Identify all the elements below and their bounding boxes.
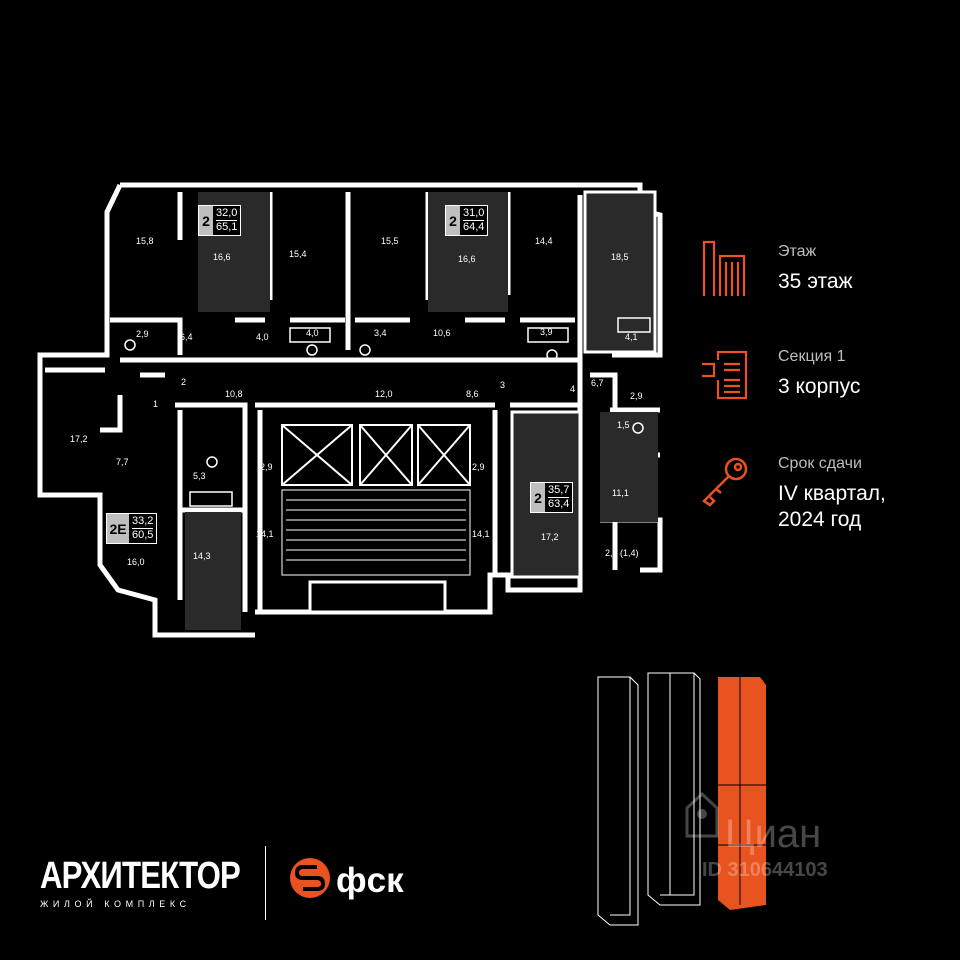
apartment-rooms: 2: [446, 206, 460, 235]
floor-bars-icon: [702, 240, 746, 296]
apartment-rooms: 2: [531, 483, 545, 512]
room-area-label: 14,1: [472, 529, 490, 539]
deadline-quarter: IV квартал,: [778, 482, 886, 505]
room-area-label: 7,7: [116, 457, 129, 467]
deadline-year: 2024 год: [778, 508, 862, 531]
room-area-label: 14,1: [256, 529, 274, 539]
apartment-total-area: 60,5: [132, 528, 154, 541]
room-area-label: 16,0: [127, 557, 145, 567]
stairs-section-icon: [702, 350, 748, 400]
room-area-label: 10,8: [225, 389, 243, 399]
floor-value: 35 этаж: [778, 270, 853, 293]
complex-subtitle: ЖИЛОЙ КОМПЛЕКС: [40, 899, 191, 909]
room-area-label: 6,4: [180, 332, 193, 342]
room-area-label: 5,3: [193, 471, 206, 481]
apartment-total-area: 63,4: [548, 497, 570, 510]
key-icon: [702, 457, 748, 507]
room-area-label: 1,5: [617, 420, 630, 430]
apartment-living-area: 31,0: [463, 207, 485, 219]
room-area-label: 14,3: [193, 551, 211, 561]
fsk-logo-icon: [290, 858, 330, 898]
room-area-label: 6,7: [591, 378, 604, 388]
room-area-label: 2,8 (1,4): [605, 548, 639, 558]
floor-label: Этаж: [778, 243, 817, 260]
section-value: 3 корпус: [778, 375, 861, 398]
deadline-info: Срок сдачи IV квартал, 2024 год: [778, 455, 886, 533]
apartment-total-area: 65,1: [216, 220, 238, 233]
cian-house-icon: [685, 792, 719, 838]
room-area-label: 2,9: [472, 462, 485, 472]
room-area-label: 4,0: [306, 328, 319, 338]
room-area-label: 15,8: [136, 236, 154, 246]
room-area-label: 2,9: [136, 329, 149, 339]
room-area-label: 2,9: [630, 391, 643, 401]
room-area-label: 2,9: [260, 462, 273, 472]
room-area-label: 15,5: [381, 236, 399, 246]
room-area-label: 17,2: [70, 434, 88, 444]
room-area-label: 3,4: [374, 328, 387, 338]
apartment-rooms: 2Е: [107, 514, 129, 543]
selected-building-section[interactable]: [718, 677, 766, 910]
deadline-label: Срок сдачи: [778, 455, 862, 472]
room-area-label: 16,6: [213, 252, 231, 262]
room-area-label: 1: [153, 399, 159, 409]
room-area-label: 18,5: [611, 252, 629, 262]
section-info: Секция 1 3 корпус: [778, 348, 860, 400]
deadline-value: IV квартал, 2024 год: [778, 481, 886, 533]
room-area-label: 3,9: [540, 327, 553, 337]
room-area-label: 4,0: [256, 332, 269, 342]
apartment-living-area: 35,7: [548, 484, 570, 496]
apartment-living-area: 32,0: [216, 207, 238, 219]
apartment-rooms: 2: [199, 206, 213, 235]
building-section-diagram: [597, 672, 766, 926]
watermark-id: ID 310644103: [702, 859, 828, 881]
room-area-label: 12,0: [375, 389, 393, 399]
partner-logo-text: фск: [336, 861, 404, 900]
room-area-label: 3: [500, 380, 506, 390]
floor-info: Этаж 35 этаж: [778, 243, 853, 295]
room-area-label: 8,6: [466, 389, 479, 399]
watermark-brand: Циан: [725, 812, 822, 856]
room-area-label: 4: [570, 384, 576, 394]
room-area-label: 16,6: [458, 254, 476, 264]
section-label: Секция 1: [778, 348, 846, 365]
room-area-label: 11,1: [612, 488, 629, 498]
apartment-total-area: 64,4: [463, 220, 485, 233]
complex-logo: АРХИТЕКТОР: [40, 855, 241, 897]
room-area-label: 2: [181, 377, 187, 387]
room-area-label: 17,2: [541, 532, 559, 542]
room-area-label: 15,4: [289, 249, 307, 259]
room-area-label: 4,1: [625, 332, 638, 342]
room-area-label: 10,6: [433, 328, 451, 338]
room-area-label: 14,4: [535, 236, 553, 246]
apartment-living-area: 33,2: [132, 515, 154, 527]
logo-divider: [265, 846, 266, 920]
